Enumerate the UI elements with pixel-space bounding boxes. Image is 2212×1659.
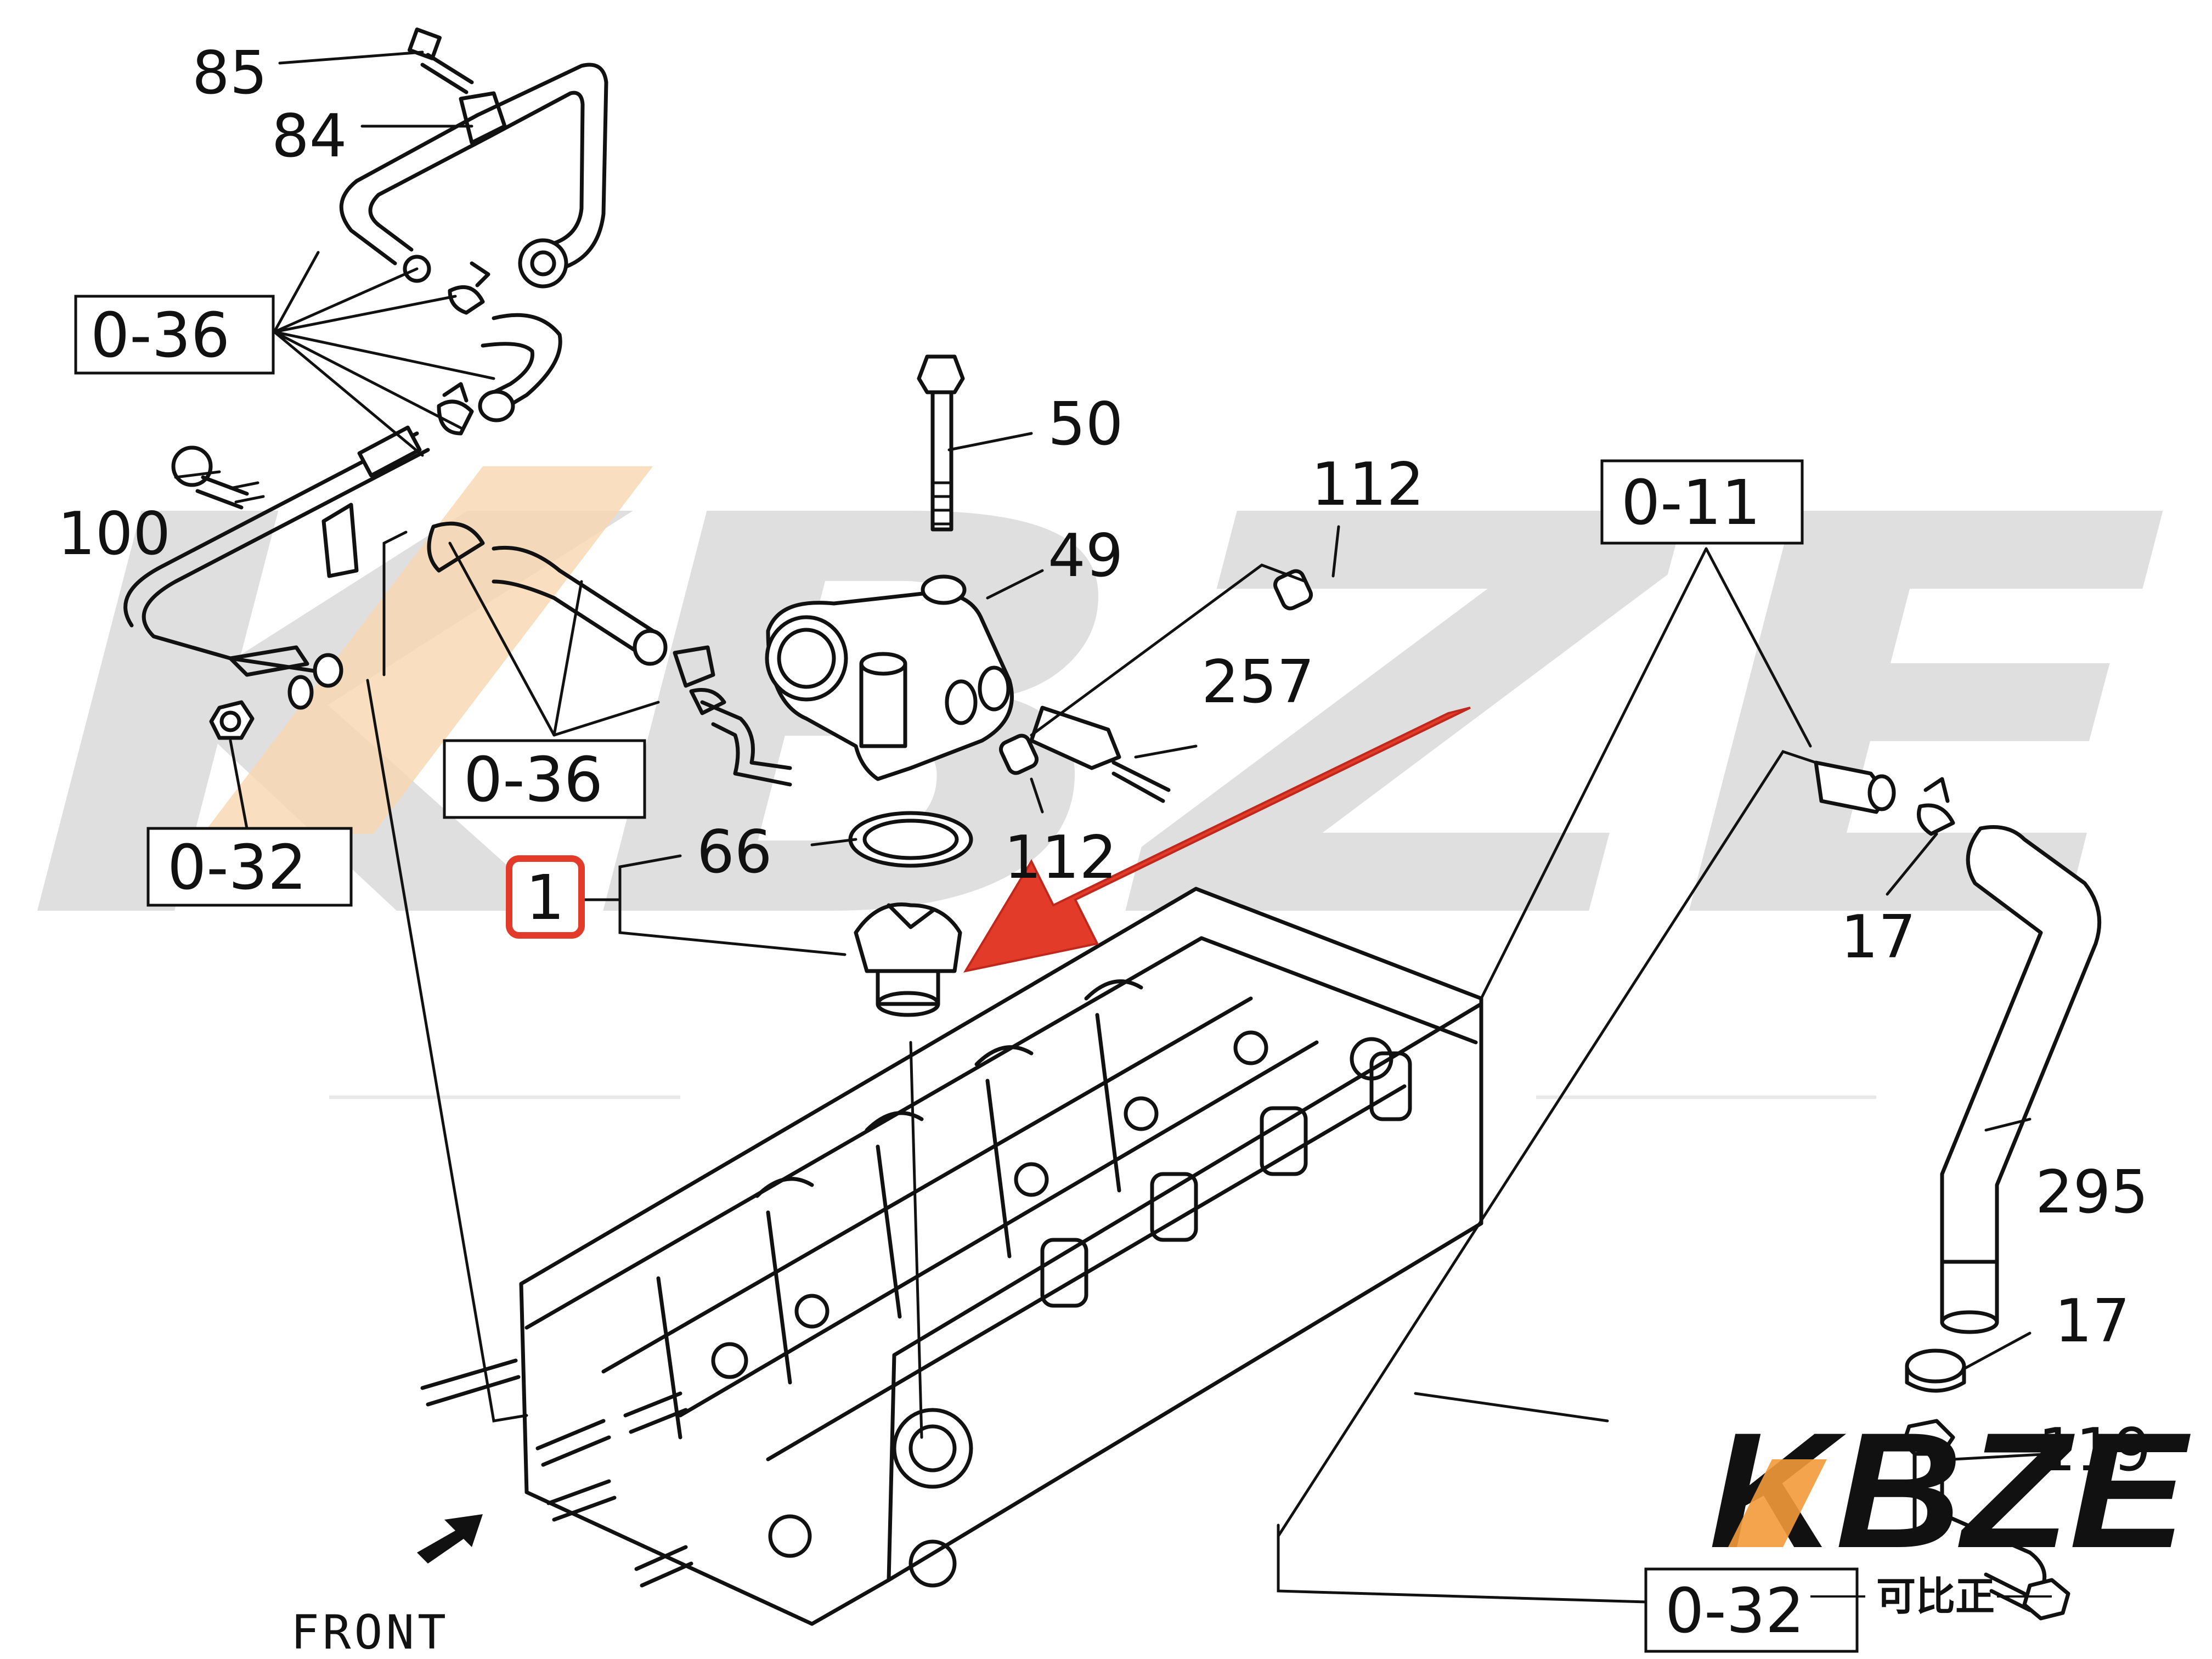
svg-text:0-32: 0-32: [1665, 1576, 1804, 1647]
part-label-85: 85: [192, 39, 267, 108]
part-label-66: 66: [697, 818, 772, 887]
part-label-50: 50: [1048, 390, 1123, 459]
ref-box-0-32-right: 0-32: [1644, 1567, 1859, 1653]
part-label-17-lower: 17: [2055, 1287, 2130, 1356]
part-label-295: 295: [2035, 1158, 2148, 1227]
svg-text:0-36: 0-36: [464, 744, 603, 816]
svg-text:0-36: 0-36: [91, 300, 230, 371]
ref-box-0-36-middle: 0-36: [443, 739, 646, 819]
part-label-49: 49: [1048, 522, 1123, 590]
part-label-100: 100: [58, 500, 171, 568]
ref-box-0-32-left: 0-32: [146, 827, 353, 907]
highlighted-part-box: 1: [506, 855, 585, 939]
part-label-257: 257: [1201, 648, 1314, 716]
part-label-112-bottom: 112: [1004, 823, 1117, 892]
top-left-pipe-assembly: [123, 27, 608, 740]
part-label-112-top: 112: [1311, 450, 1424, 519]
svg-text:0-32: 0-32: [167, 832, 307, 904]
ref-box-0-36-top: 0-36: [74, 295, 275, 375]
background-watermark: KBZE: [22, 402, 2172, 1099]
right-hose-assembly: [1814, 760, 2102, 1621]
part-label-119: 119: [2038, 1416, 2151, 1485]
brand-logo-orange-accent: [1728, 1459, 1827, 1547]
cylinder-head: [420, 887, 1483, 1626]
svg-text:1: 1: [526, 862, 565, 934]
part-label-84: 84: [272, 102, 347, 171]
highlight-arrow: [963, 707, 1471, 973]
brand-logo: KBZE 可比正: [1709, 1398, 2193, 1620]
brand-logo-subtext: 可比正: [1876, 1573, 1995, 1620]
leader-lines: [174, 50, 2053, 1604]
front-direction-arrow: [417, 1514, 483, 1564]
ref-box-0-11: 0-11: [1600, 459, 1804, 545]
thermostat-housing: [765, 354, 1313, 1017]
middle-hose: [427, 521, 792, 787]
svg-text:0-11: 0-11: [1621, 467, 1760, 539]
front-label: FRONT: [291, 1605, 449, 1659]
part-label-17-upper: 17: [1841, 903, 1916, 972]
